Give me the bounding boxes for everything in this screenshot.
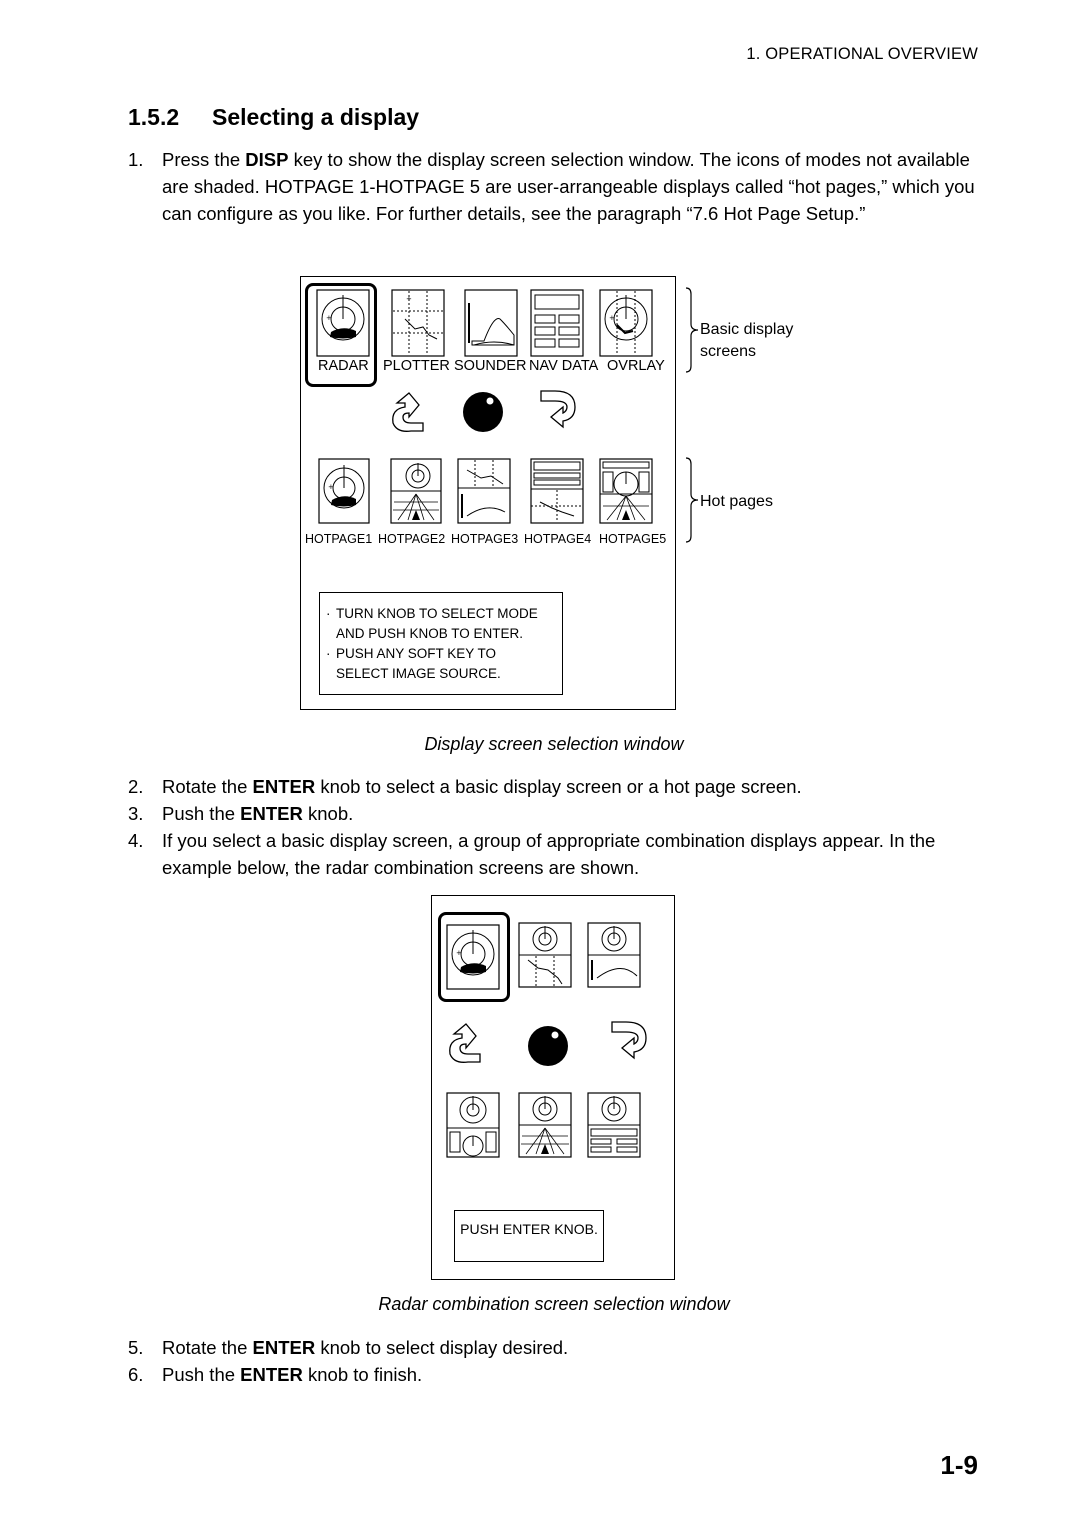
svg-text:+: + — [328, 483, 334, 491]
hotpage3-icon[interactable] — [457, 458, 511, 524]
section-title: 1.5.2 Selecting a display — [128, 104, 419, 131]
sounder-mode-icon[interactable] — [464, 289, 518, 357]
mode-label-radar: RADAR — [318, 358, 369, 374]
radar-nav-data-icon[interactable] — [587, 1092, 641, 1158]
radar-sounder-icon[interactable] — [587, 922, 641, 988]
steps-list-c: 5.Rotate the ENTER knob to select displa… — [0, 1334, 1080, 1388]
svg-text:+: + — [326, 314, 332, 322]
step-5: 5.Rotate the ENTER knob to select displa… — [128, 1337, 569, 1358]
steps-list-b: 2.Rotate the ENTER knob to select a basi… — [0, 773, 1080, 881]
enter-knob-icon[interactable] — [522, 1020, 574, 1072]
hotpage5-icon[interactable] — [599, 458, 653, 524]
mode-label-sounder: SOUNDER — [454, 358, 527, 374]
radar-combination-window: + — [431, 895, 675, 1280]
display-selection-window: + + + RADAR PLOTTER SOUNDER NAV DATA OVR… — [300, 276, 676, 710]
instruction-line: ·TURN KNOB TO SELECT MODE — [326, 606, 538, 621]
selection-cursor — [438, 912, 510, 1002]
section-number: 1.5.2 — [128, 104, 180, 130]
hotpage-label-5: HOTPAGE5 — [599, 532, 667, 546]
key-name: DISP — [245, 149, 289, 170]
rotate-left-arrow-icon — [392, 392, 424, 432]
page-number: 1-9 — [940, 1450, 978, 1480]
bracket-label-basic: Basic display screens — [700, 321, 794, 360]
step-number: 1. — [128, 149, 144, 170]
selection-cursor — [305, 283, 377, 387]
radar-overlay-icon[interactable] — [446, 1092, 500, 1158]
radar-mode-icon[interactable]: + — [316, 289, 370, 357]
figure1-caption: Display screen selection window — [424, 734, 684, 754]
step-2: 2.Rotate the ENTER knob to select a basi… — [128, 776, 802, 797]
step-4: 4.If you select a basic display screen, … — [128, 830, 936, 878]
overlay-mode-icon[interactable]: + — [599, 289, 653, 357]
rotate-right-arrow-icon — [540, 390, 576, 429]
instruction-line: SELECT IMAGE SOURCE. — [336, 666, 501, 681]
rotate-right-arrow-icon — [611, 1021, 647, 1060]
instruction-box: ·TURN KNOB TO SELECT MODE AND PUSH KNOB … — [319, 592, 563, 695]
radar-full-icon[interactable]: + — [446, 924, 500, 990]
figure2-caption: Radar combination screen selection windo… — [378, 1294, 730, 1314]
radar-plotter-icon[interactable] — [518, 922, 572, 988]
step-1: 1.Press the DISP key to show the display… — [0, 146, 1080, 227]
bracket-label-hot: Hot pages — [700, 493, 773, 510]
enter-knob-icon[interactable] — [457, 386, 509, 438]
hotpage4-icon[interactable] — [530, 458, 584, 524]
chapter-header: 1. OPERATIONAL OVERVIEW — [746, 45, 978, 63]
svg-text:+: + — [406, 295, 412, 303]
step-3: 3.Push the ENTER knob. — [128, 803, 354, 824]
bracket-lines — [685, 287, 699, 543]
mode-label-plotter: PLOTTER — [383, 358, 450, 374]
step-6: 6.Push the ENTER knob to finish. — [128, 1364, 423, 1385]
mode-label-ovrlay: OVRLAY — [607, 358, 665, 374]
hotpage-label-2: HOTPAGE2 — [378, 532, 446, 546]
mode-label-nav-data: NAV DATA — [529, 358, 599, 374]
rotate-left-arrow-icon — [449, 1023, 481, 1063]
radar-highway-icon[interactable] — [518, 1092, 572, 1158]
instruction-line: ·PUSH ANY SOFT KEY TO — [326, 646, 497, 661]
instruction-text: PUSH ENTER KNOB. — [460, 1221, 598, 1237]
hotpage-label-3: HOTPAGE3 — [451, 532, 519, 546]
steps-list-a: 1.Press the DISP key to show the display… — [0, 146, 1080, 227]
plotter-mode-icon[interactable]: + — [391, 289, 445, 357]
svg-text:+: + — [609, 314, 615, 322]
hotpage2-icon[interactable] — [390, 458, 442, 524]
nav-data-mode-icon[interactable] — [530, 289, 584, 357]
hotpage-label-4: HOTPAGE4 — [524, 532, 592, 546]
hotpage1-icon[interactable]: + — [318, 458, 370, 524]
push-enter-instruction-box: PUSH ENTER KNOB. — [454, 1210, 604, 1262]
svg-text:+: + — [456, 949, 462, 957]
hotpage-label-1: HOTPAGE1 — [305, 532, 373, 546]
section-title-text: Selecting a display — [212, 104, 420, 130]
instruction-line: AND PUSH KNOB TO ENTER. — [336, 626, 524, 641]
